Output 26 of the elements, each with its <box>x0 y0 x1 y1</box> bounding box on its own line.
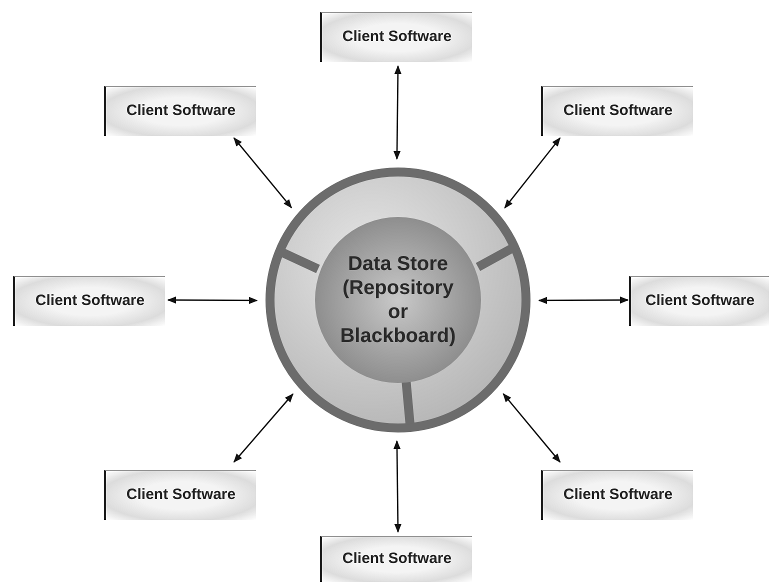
client-box <box>320 536 472 582</box>
client-box <box>629 276 769 326</box>
client-box <box>541 470 693 520</box>
client-box <box>320 12 472 62</box>
client-label: Client Software <box>342 549 452 570</box>
double-arrow <box>393 65 402 160</box>
client-label: Client Software <box>342 27 452 48</box>
client-label: Client Software <box>645 291 755 312</box>
double-arrow <box>538 296 629 304</box>
data-store-disc <box>265 167 531 433</box>
client-label: Client Software <box>126 101 236 122</box>
double-arrow <box>233 137 292 208</box>
double-arrow <box>167 296 258 304</box>
client-box <box>104 86 256 136</box>
double-arrow <box>393 440 402 533</box>
double-arrow <box>233 393 294 463</box>
double-arrow <box>502 393 561 463</box>
client-label: Client Software <box>563 485 673 506</box>
data-store-label: Data Store (Repository or Blackboard) <box>339 252 457 348</box>
double-arrow <box>504 137 561 209</box>
client-label: Client Software <box>563 101 673 122</box>
client-label: Client Software <box>35 291 145 312</box>
client-box <box>13 276 165 326</box>
client-box <box>104 470 256 520</box>
client-label: Client Software <box>126 485 236 506</box>
client-box <box>541 86 693 136</box>
